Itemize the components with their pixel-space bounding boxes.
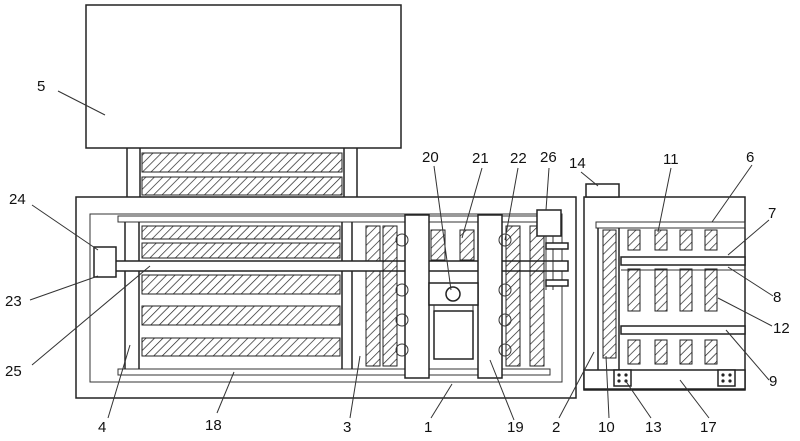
label-9: 9	[769, 373, 777, 390]
separator-plate-lower	[620, 325, 746, 335]
label-7: 7	[768, 205, 776, 222]
foot-bolt-right	[717, 369, 736, 387]
leader-lines	[29, 90, 774, 421]
collection-top-plate	[595, 221, 746, 229]
collection-hatching	[627, 229, 718, 365]
rollers	[395, 233, 512, 357]
left-chamber-hatching	[141, 225, 341, 357]
label-5: 5	[37, 78, 45, 95]
label-18: 18	[205, 417, 222, 434]
main-body-frame	[75, 196, 577, 399]
label-2: 2	[552, 419, 560, 436]
label-19: 19	[507, 419, 524, 436]
foot-bolt-left	[613, 369, 632, 387]
label-26: 26	[540, 149, 557, 166]
label-17: 17	[700, 419, 717, 436]
label-20: 20	[422, 149, 439, 166]
label-12: 12	[773, 320, 790, 337]
drive-wheel	[445, 286, 461, 302]
label-4: 4	[98, 419, 106, 436]
collection-box-frame	[583, 196, 746, 391]
label-23: 23	[5, 293, 22, 310]
lower-slider	[433, 310, 474, 360]
separator-plate-upper	[620, 256, 746, 266]
label-13: 13	[645, 419, 662, 436]
hopper-box	[85, 4, 402, 149]
label-14: 14	[569, 155, 586, 172]
label-6: 6	[746, 149, 754, 166]
label-1: 1	[424, 419, 432, 436]
label-21: 21	[472, 150, 489, 167]
right-slide-column	[477, 214, 503, 379]
bottom-rail	[117, 368, 551, 376]
left-bearing	[93, 246, 117, 278]
feed-column	[126, 148, 358, 197]
label-11: 11	[663, 151, 679, 168]
label-25: 25	[5, 363, 22, 380]
left-slide-column	[404, 214, 430, 379]
label-10: 10	[598, 419, 615, 436]
label-24: 24	[9, 191, 26, 208]
center-drive-box	[428, 282, 479, 306]
main-body-inner	[89, 213, 563, 383]
label-3: 3	[343, 419, 351, 436]
label-22: 22	[510, 150, 527, 167]
label-8: 8	[773, 289, 781, 306]
side-motor	[536, 209, 562, 237]
cover-latch	[585, 183, 620, 198]
